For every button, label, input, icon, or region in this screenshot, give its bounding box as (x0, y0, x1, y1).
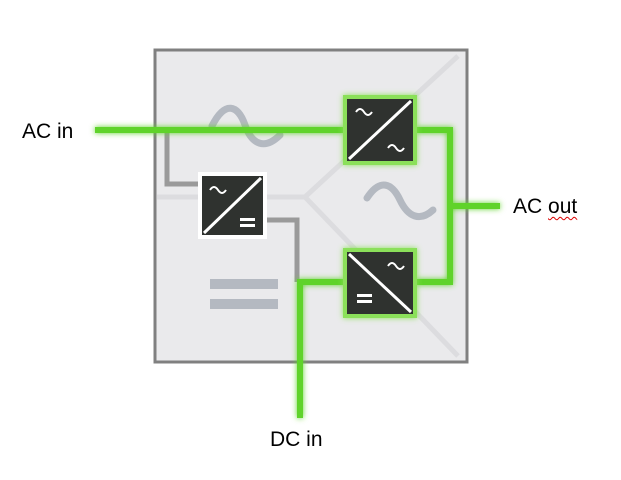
ac-out-sine-symbol (363, 181, 437, 221)
ac-out-label-out: out (548, 195, 578, 218)
ac-in-label: AC in (22, 120, 74, 143)
active-power-lines (95, 127, 500, 418)
inactive-lines (164, 130, 300, 282)
dc-equals-symbol (210, 279, 278, 309)
ac-out-label-ac: AC (513, 195, 543, 218)
ac-dc-converter (198, 172, 267, 239)
dc-ac-converter (343, 248, 417, 318)
ac-out-label: AC out (513, 195, 577, 219)
ac-ac-converter (343, 95, 417, 165)
dc-in-label: DC in (270, 428, 323, 451)
ac-sine-symbol (208, 104, 284, 148)
